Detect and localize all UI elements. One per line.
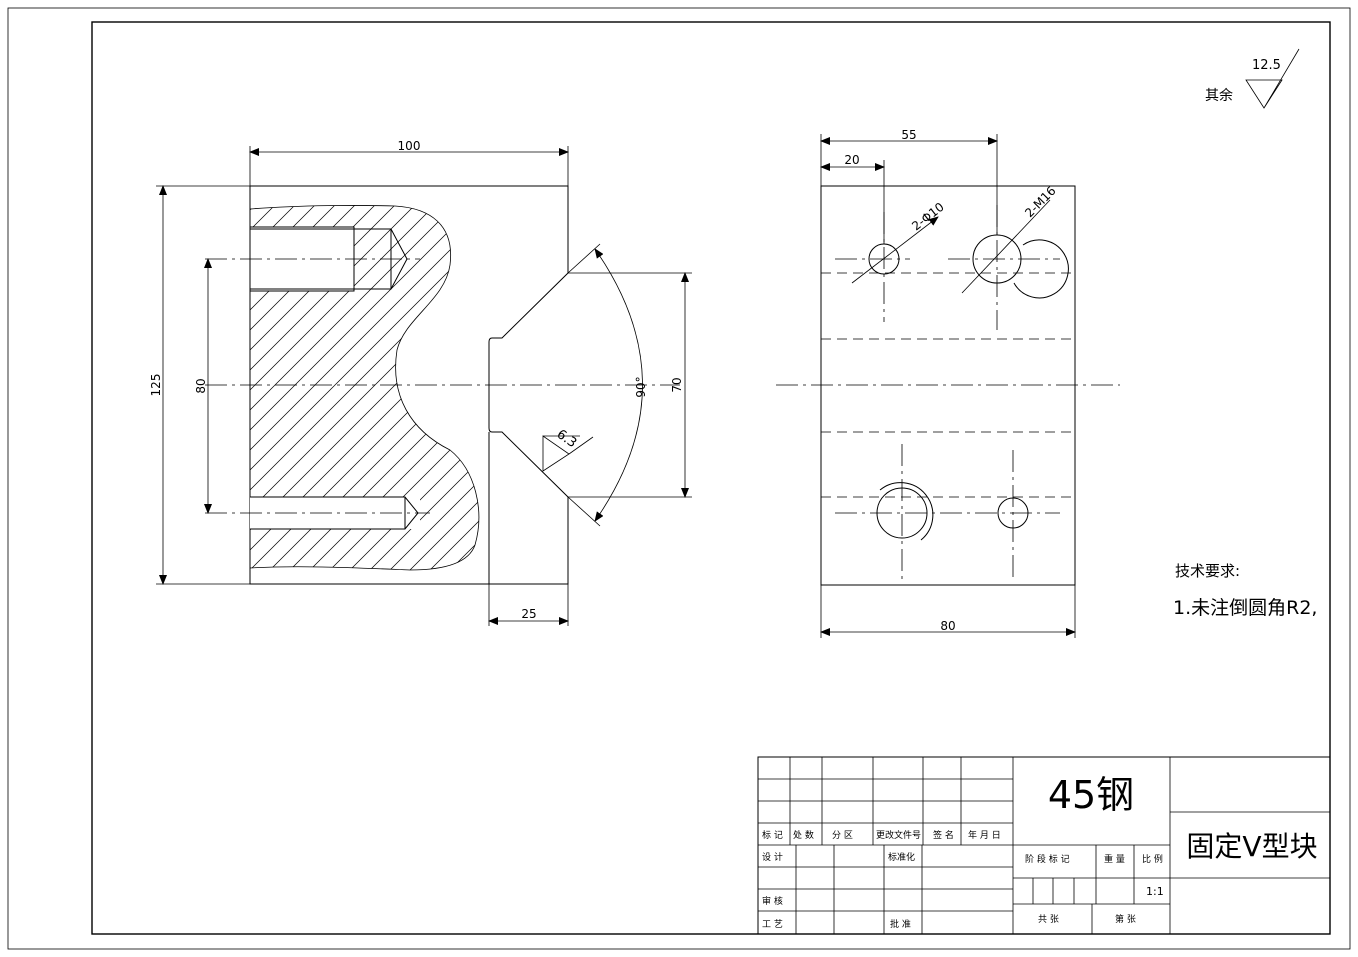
roughness-symbol-v-surface: 6.3 [542, 427, 594, 472]
svg-text:更改文件号: 更改文件号 [876, 829, 921, 841]
material: 45钢 [1048, 773, 1134, 817]
svg-text:比 例: 比 例 [1142, 853, 1163, 865]
svg-text:审 核: 审 核 [762, 895, 783, 907]
hatch-line [379, 205, 479, 570]
svg-text:标 记: 标 记 [762, 829, 783, 841]
part-name: 固定V型块 [1186, 830, 1317, 863]
dim-side-small-x: 20 [844, 153, 859, 167]
roughness-other-label: 其余 [1205, 87, 1233, 104]
svg-text:工 艺: 工 艺 [762, 919, 783, 930]
hole-m16-bottom [876, 487, 928, 539]
section-boundary [249, 205, 480, 571]
dim-v-angle: 90° [634, 376, 648, 397]
svg-text:阶 段 标 记: 阶 段 标 记 [1025, 853, 1070, 865]
title-block: 标 记 处 数 分 区 更改文件号 签 名 年 月 日 设 计 标准化 审 核 … [757, 756, 1331, 935]
hatch-line [500, 0, 1100, 600]
roughness-symbol-other: 其余 12.5 [1205, 48, 1300, 109]
callout-m16: 2-M16 [1022, 184, 1058, 220]
svg-text:6.3: 6.3 [554, 427, 580, 451]
dim-v-opening: 70 [670, 377, 684, 392]
hatch-line [250, 205, 479, 570]
hatch-line [480, 0, 1080, 600]
svg-text:第 张: 第 张 [1115, 913, 1136, 925]
dim-side-width: 80 [940, 619, 955, 633]
hatch-line [250, 205, 479, 570]
hatch-line [250, 205, 479, 570]
hatch-line [250, 205, 479, 570]
svg-text:重 量: 重 量 [1104, 853, 1125, 865]
roughness-other-value: 12.5 [1252, 58, 1281, 73]
hatch-line [399, 205, 479, 570]
svg-text:签 名: 签 名 [933, 829, 954, 841]
hole-d10-bottom [997, 497, 1029, 529]
dim-side-hole-x: 55 [901, 128, 916, 142]
svg-text:分 区: 分 区 [832, 830, 853, 841]
hatch-line [250, 205, 479, 570]
svg-text:共 张: 共 张 [1038, 914, 1059, 925]
hatch-line [250, 205, 479, 570]
front-view: 100 125 80 70 90° 25 6.3 [149, 0, 1100, 626]
dim-front-height: 125 [149, 374, 163, 397]
dim-base-width: 25 [521, 607, 536, 621]
side-outline [820, 185, 1076, 586]
hatch-line [359, 205, 479, 570]
hatch-line [439, 205, 479, 570]
svg-text:处 数: 处 数 [793, 829, 814, 841]
dim-hole-spacing: 80 [194, 378, 208, 393]
svg-text:标准化: 标准化 [888, 851, 915, 863]
scale-value: 1:1 [1146, 885, 1164, 898]
outer-border [7, 7, 1351, 950]
inner-frame [91, 21, 1331, 935]
svg-text:批 准: 批 准 [890, 918, 911, 930]
section-hatch [250, 0, 1100, 600]
tech-req-item-1: 1.未注倒圆角R2, [1173, 597, 1317, 619]
tech-req-heading: 技术要求: [1175, 562, 1240, 580]
hatch-line [250, 205, 479, 570]
hatch-line [250, 205, 479, 570]
hatch-line [250, 205, 479, 570]
callout-d10: 2-Φ10 [909, 200, 947, 234]
dim-front-width: 100 [398, 139, 421, 153]
hatch-line [339, 205, 479, 570]
svg-text:设 计: 设 计 [762, 851, 783, 863]
hatch-line [250, 205, 479, 570]
hatch-line [419, 205, 479, 570]
svg-text:年 月 日: 年 月 日 [968, 829, 1001, 841]
side-view: 2-Φ10 2-M16 55 20 80 [776, 128, 1120, 638]
hatch-line [459, 205, 479, 570]
